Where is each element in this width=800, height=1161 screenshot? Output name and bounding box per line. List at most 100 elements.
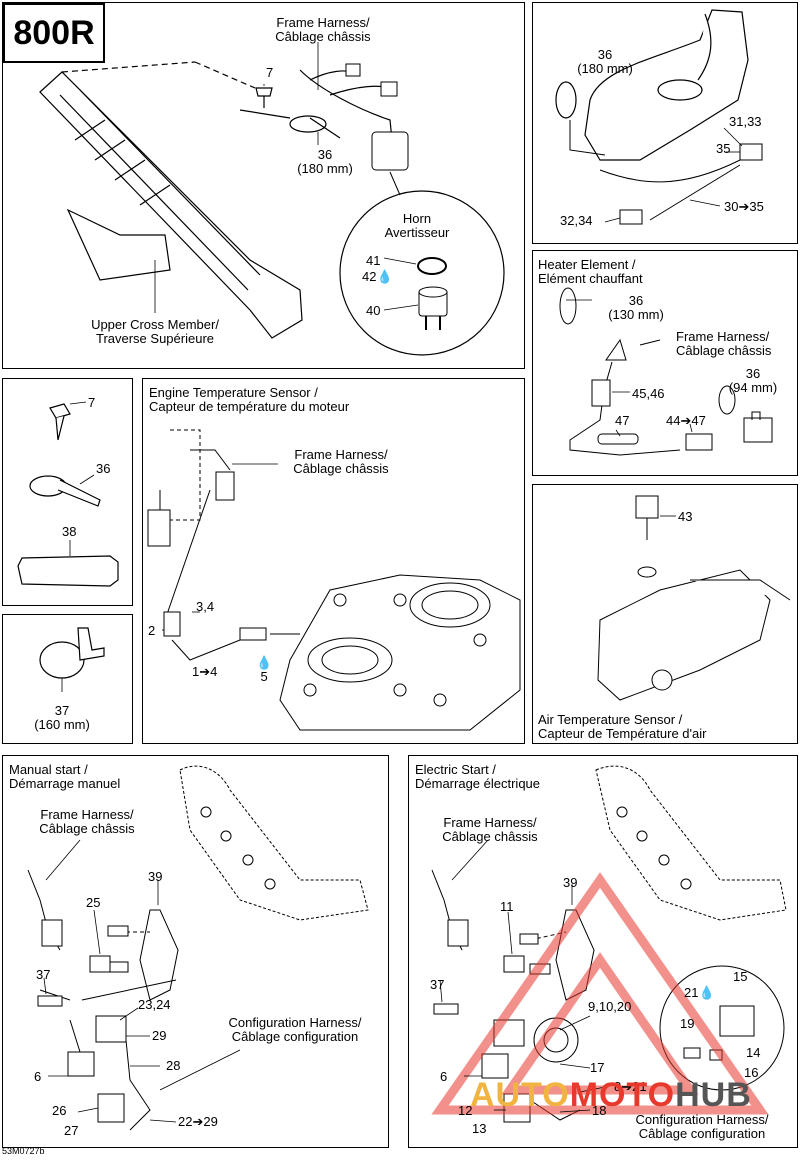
electric-callout-14: 14 <box>746 1045 761 1060</box>
electric-callout-8-21: 8➔21 <box>614 1079 647 1094</box>
document-code: 53M0727b <box>2 1146 45 1156</box>
air-temp-title-fr: Capteur de Température d'air <box>538 726 707 741</box>
oil-drop-icon: 💧 <box>376 269 393 284</box>
engine-frame-harness-en: Frame Harness/ <box>294 447 388 462</box>
manual-config-harness: Configuration Harness/ Câblage configura… <box>205 1016 385 1044</box>
upper-cross-member-label: Upper Cross Member/ Traverse Supérieure <box>60 318 250 346</box>
electric-config-harness: Configuration Harness/ Câblage configura… <box>612 1113 792 1141</box>
electric-callout-9-10-20: 9,10,20 <box>588 999 632 1014</box>
heater-title: Heater Element / Elément chauffant <box>538 258 643 286</box>
parts-callout-38: 38 <box>62 524 77 539</box>
air-temp-title: Air Temperature Sensor / Capteur de Temp… <box>538 713 706 741</box>
callout-42-num: 42 <box>362 269 377 284</box>
electric-callout-18: 18 <box>592 1103 607 1118</box>
heater-frame-harness-en: Frame Harness/ <box>676 329 770 344</box>
electric-callout-6: 6 <box>440 1069 448 1084</box>
manual-start-title: Manual start / Démarrage manuel <box>9 763 120 791</box>
electric-start-title-fr: Démarrage électrique <box>415 776 541 791</box>
engine-frame-harness-fr: Câblage châssis <box>293 461 389 476</box>
manual-start-title-fr: Démarrage manuel <box>9 776 121 791</box>
engine-callout-5: 💧 5 <box>256 656 272 684</box>
manual-start-title-en: Manual start / <box>9 762 88 777</box>
heater-callout-36a-size: (130 mm) <box>608 307 664 322</box>
frame-harness-fr: Câblage châssis <box>275 29 371 44</box>
upper-cross-fr: Traverse Supérieure <box>95 331 214 346</box>
electric-callout-12: 12 <box>458 1103 473 1118</box>
engine-callout-3-4: 3,4 <box>196 599 215 614</box>
heater-title-en: Heater Element / <box>538 257 636 272</box>
clamp-callout-37-size: (160 mm) <box>34 717 90 732</box>
electric-callout-16: 16 <box>744 1065 759 1080</box>
heater-frame-harness-fr: Câblage châssis <box>676 343 772 358</box>
watermark-part3: HUB <box>675 1076 752 1114</box>
heater-callout-45-46: 45,46 <box>632 386 665 401</box>
horn-en: Horn <box>402 211 432 226</box>
electric-config-harness-en: Configuration Harness/ <box>635 1112 769 1127</box>
heater-title-fr: Elément chauffant <box>538 271 643 286</box>
manual-callout-28: 28 <box>166 1058 181 1073</box>
clamp-panel <box>2 614 133 744</box>
horn-label: Horn Avertisseur <box>362 212 472 240</box>
electric-callout-15: 15 <box>733 969 748 984</box>
heater-callout-36b: 36 (94 mm) <box>718 367 788 395</box>
heater-callout-36a-num: 36 <box>628 293 644 308</box>
electric-callout-19: 19 <box>680 1016 695 1031</box>
tank-callout-32-34: 32,34 <box>560 213 593 228</box>
callout-36-num: 36 <box>317 147 333 162</box>
frame-harness-en: Frame Harness/ <box>276 15 370 30</box>
electric-callout-21: 21💧 <box>684 986 715 1000</box>
electric-frame-harness: Frame Harness/ Câblage châssis <box>425 816 555 844</box>
manual-callout-23-24: 23,24 <box>138 997 171 1012</box>
horn-fr: Avertisseur <box>384 225 450 240</box>
heater-callout-36b-num: 36 <box>745 366 761 381</box>
engine-callout-1-4: 1➔4 <box>192 664 218 679</box>
electric-callout-39: 39 <box>563 875 578 890</box>
watermark-part2: MOTO <box>569 1076 676 1114</box>
electric-frame-harness-fr: Câblage châssis <box>442 829 538 844</box>
electric-callout-37: 37 <box>430 977 445 992</box>
engine-temp-title-en: Engine Temperature Sensor / <box>149 385 318 400</box>
clamp-callout-37-num: 37 <box>54 703 70 718</box>
clamp-callout-37: 37 (160 mm) <box>22 704 102 732</box>
manual-callout-6: 6 <box>34 1069 42 1084</box>
manual-callout-22-29: 22➔29 <box>178 1114 218 1129</box>
oil-drop-icon: 💧 <box>698 985 715 1000</box>
electric-config-harness-fr: Câblage configuration <box>638 1126 766 1141</box>
air-temp-title-en: Air Temperature Sensor / <box>538 712 683 727</box>
tank-callout-36-num: 36 <box>597 47 613 62</box>
electric-frame-harness-en: Frame Harness/ <box>443 815 537 830</box>
callout-40: 40 <box>366 303 381 318</box>
tank-callout-36-size: (180 mm) <box>577 61 633 76</box>
frame-harness-label: Frame Harness/ Câblage châssis <box>258 16 388 44</box>
manual-callout-39: 39 <box>148 869 163 884</box>
heater-callout-36a: 36 (130 mm) <box>596 294 676 322</box>
engine-frame-harness: Frame Harness/ Câblage châssis <box>276 448 406 476</box>
callout-36: 36 (180 mm) <box>285 148 365 176</box>
electric-callout-17: 17 <box>590 1060 605 1075</box>
manual-callout-27: 27 <box>64 1123 79 1138</box>
heater-frame-harness: Frame Harness/ Câblage châssis <box>676 330 771 358</box>
engine-temp-title: Engine Temperature Sensor / Capteur de t… <box>149 386 349 414</box>
manual-frame-harness: Frame Harness/ Câblage châssis <box>22 808 152 836</box>
callout-7: 7 <box>266 65 274 80</box>
parts-callout-36: 36 <box>96 461 111 476</box>
parts-panel <box>2 378 133 606</box>
electric-callout-11: 11 <box>500 899 514 914</box>
electric-callout-21-num: 21 <box>684 985 699 1000</box>
callout-42: 42💧 <box>362 270 393 284</box>
engine-temp-title-fr: Capteur de température du moteur <box>149 399 350 414</box>
manual-frame-harness-en: Frame Harness/ <box>40 807 134 822</box>
heater-callout-47: 47 <box>615 413 630 428</box>
tank-callout-31-33: 31,33 <box>729 114 762 129</box>
watermark-part1: AUTO <box>470 1076 570 1114</box>
manual-config-harness-fr: Câblage configuration <box>231 1029 359 1044</box>
electric-start-title-en: Electric Start / <box>415 762 496 777</box>
upper-cross-en: Upper Cross Member/ <box>91 317 219 332</box>
tank-callout-35: 35 <box>716 141 731 156</box>
tank-callout-30-35: 30➔35 <box>724 199 764 214</box>
oil-drop-icon: 💧 <box>256 655 273 670</box>
callout-41: 41 <box>366 253 381 268</box>
watermark-logo: AUTOMOTOHUB <box>470 1076 752 1115</box>
heater-callout-44-47: 44➔47 <box>666 413 706 428</box>
heater-callout-36b-size: (94 mm) <box>728 380 778 395</box>
